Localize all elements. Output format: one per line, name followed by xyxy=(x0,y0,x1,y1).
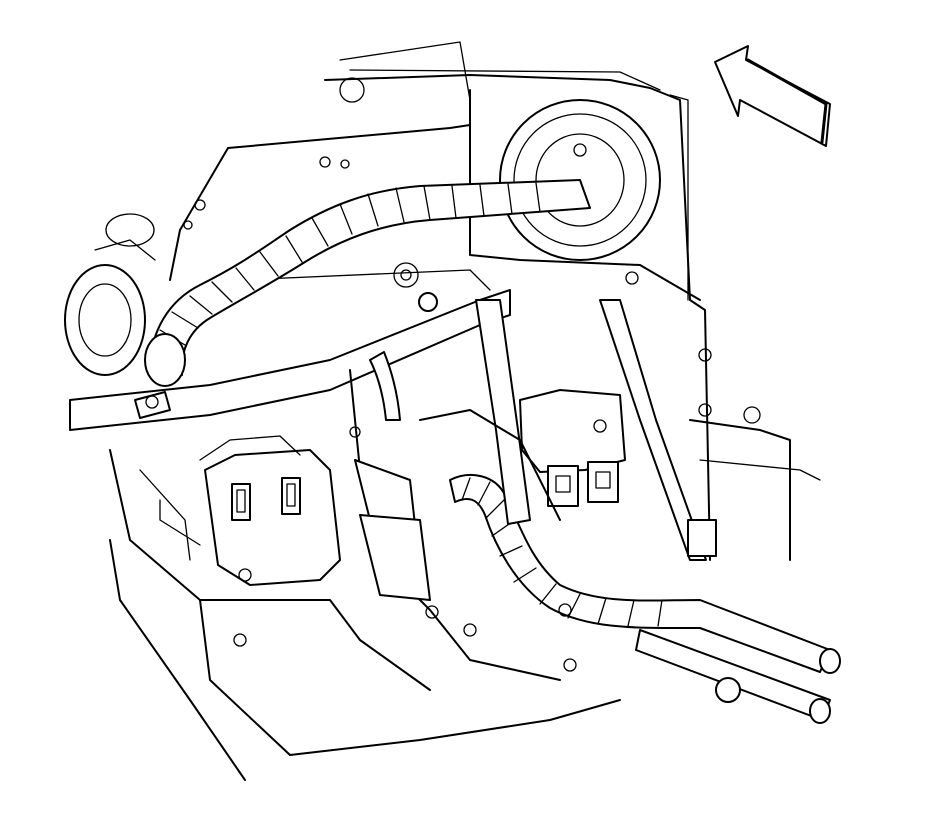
vertical-harness-branch xyxy=(369,299,717,561)
harness-wrap-ribs xyxy=(159,182,541,346)
arrow-up-left-icon xyxy=(714,45,831,147)
mounting-tray xyxy=(109,369,621,781)
left-round-component xyxy=(64,213,156,376)
cross-car-bracket xyxy=(69,269,511,431)
electronic-control-module xyxy=(199,435,341,586)
main-wiring-harness xyxy=(144,179,591,387)
lower-harness-ribs xyxy=(461,477,663,627)
connector-module xyxy=(519,389,626,507)
fasteners xyxy=(183,77,639,438)
